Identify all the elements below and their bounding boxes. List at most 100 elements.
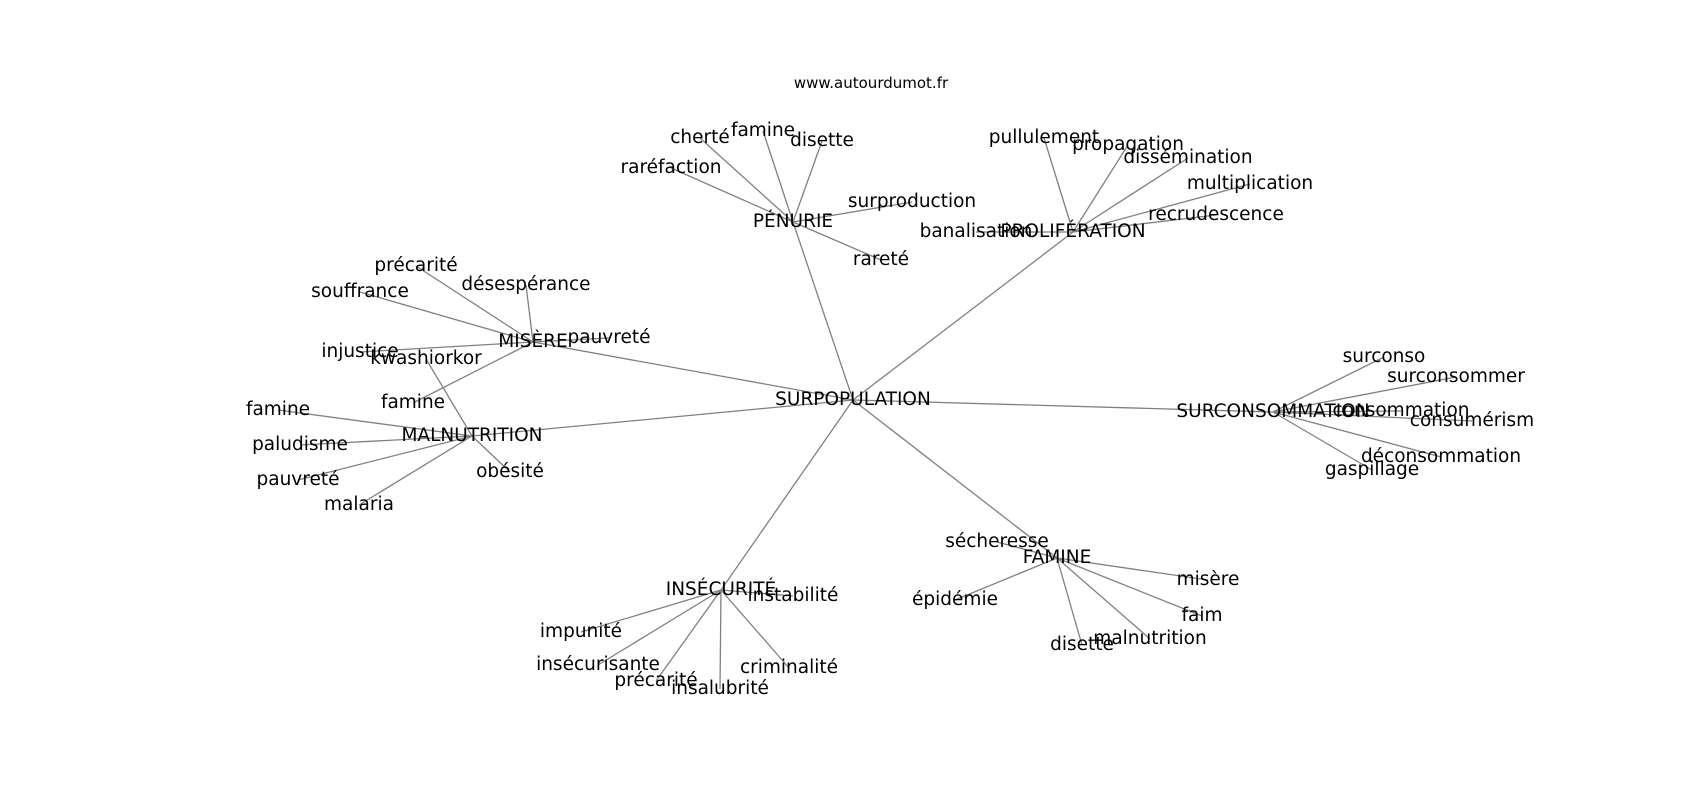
edge-center-insecurite: [720, 399, 854, 591]
word-node-proliferation-0[interactable]: pullulement: [989, 127, 1099, 148]
word-node-malnutrition-3[interactable]: pauvreté: [257, 469, 340, 490]
edge-famine-4: [1056, 557, 1151, 640]
word-node-proliferation-5[interactable]: banalisation: [920, 221, 1033, 242]
edge-insecurite-5: [720, 589, 790, 669]
edge-malnutrition-2: [299, 435, 473, 446]
edge-proliferation-0: [1043, 137, 1074, 233]
edge-insecurite-2: [597, 589, 722, 666]
edge-misere-2: [359, 291, 534, 343]
edge-malnutrition-0: [425, 358, 473, 437]
hub-node-misere[interactable]: MISÈRE: [498, 330, 567, 352]
edge-proliferation-3: [1072, 183, 1251, 233]
edge-famine-3: [1056, 557, 1203, 617]
word-node-misere-0[interactable]: précarité: [374, 255, 457, 276]
word-node-insecurite-1[interactable]: impunité: [540, 621, 622, 642]
edge-penurie-5: [792, 221, 882, 261]
edge-surconsommation-3: [1272, 411, 1473, 422]
word-node-penurie-0[interactable]: raréfaction: [621, 157, 722, 178]
edge-proliferation-4: [1072, 214, 1217, 233]
edge-penurie-3: [792, 140, 823, 223]
word-node-proliferation-4[interactable]: recrudescence: [1148, 204, 1284, 225]
edge-famine-0: [996, 541, 1058, 559]
word-node-famine-1[interactable]: épidémie: [912, 589, 998, 610]
edge-malnutrition-3: [297, 435, 473, 481]
word-node-surconsommation-4[interactable]: déconsommation: [1361, 446, 1521, 467]
edge-surconsommation-5: [1272, 411, 1373, 471]
edge-penurie-0: [670, 167, 794, 223]
word-node-misere-2[interactable]: souffrance: [311, 281, 409, 302]
edge-insecurite-1: [580, 589, 722, 633]
edge-penurie-1: [699, 137, 794, 223]
edge-center-proliferation: [852, 231, 1074, 401]
center-node[interactable]: SURPOPULATION: [775, 389, 931, 410]
edge-malnutrition-4: [358, 435, 473, 506]
hub-node-malnutrition[interactable]: MALNUTRITION: [401, 425, 542, 446]
word-node-surconsommation-1[interactable]: surconsommer: [1387, 366, 1525, 387]
word-node-famine-3[interactable]: faim: [1181, 605, 1222, 626]
word-node-misere-5[interactable]: famine: [381, 392, 445, 413]
word-node-insecurite-5[interactable]: criminalité: [740, 657, 838, 678]
word-node-famine-2[interactable]: misère: [1177, 569, 1240, 590]
edge-famine-2: [1056, 557, 1209, 581]
edge-surconsommation-0: [1272, 356, 1385, 413]
edge-center-famine: [852, 399, 1058, 559]
word-node-misere-4[interactable]: injustice: [321, 341, 398, 362]
edge-penurie-2: [762, 130, 794, 223]
word-node-malnutrition-1[interactable]: famine: [246, 399, 310, 420]
word-node-surconsommation-2[interactable]: consommation: [1333, 400, 1470, 421]
edge-surconsommation-4: [1272, 411, 1442, 458]
word-node-malnutrition-0[interactable]: kwashiorkor: [370, 348, 482, 369]
word-node-proliferation-1[interactable]: propagation: [1072, 134, 1184, 155]
edge-center-penurie: [792, 221, 854, 401]
edge-penurie-4: [792, 201, 913, 223]
word-node-surconsommation-3[interactable]: consumérism: [1410, 410, 1534, 431]
edge-famine-5: [1056, 557, 1083, 646]
word-node-misere-1[interactable]: désespérance: [461, 274, 590, 295]
word-node-malnutrition-5[interactable]: obésité: [476, 461, 544, 482]
word-node-surconsommation-5[interactable]: gaspillage: [1325, 459, 1419, 480]
edge-insecurite-0: [720, 589, 794, 597]
edge-misere-1: [525, 284, 534, 343]
edge-center-misere: [532, 341, 854, 401]
edge-misere-5: [412, 341, 534, 404]
edge-proliferation-2: [1072, 157, 1189, 233]
edge-surconsommation-1: [1272, 376, 1457, 413]
site-url[interactable]: www.autourdumot.fr: [794, 74, 949, 92]
edge-proliferation-1: [1072, 144, 1129, 233]
edge-center-malnutrition: [471, 399, 854, 437]
hub-node-proliferation[interactable]: PROLIFÉRATION: [1000, 220, 1145, 242]
word-node-famine-0[interactable]: sécheresse: [945, 531, 1049, 552]
edge-malnutrition-5: [471, 435, 511, 473]
word-node-insecurite-4[interactable]: insalubrité: [671, 678, 769, 699]
word-node-penurie-5[interactable]: rareté: [853, 249, 909, 270]
word-node-misere-3[interactable]: pauvreté: [568, 327, 651, 348]
edge-malnutrition-1: [277, 409, 473, 437]
word-node-surconsommation-0[interactable]: surconso: [1343, 346, 1426, 367]
word-node-proliferation-2[interactable]: dissémination: [1123, 147, 1252, 168]
word-node-insecurite-2[interactable]: insécurisante: [536, 654, 660, 675]
edge-famine-1: [954, 557, 1058, 601]
edge-surconsommation-2: [1272, 410, 1402, 413]
word-node-malnutrition-2[interactable]: paludisme: [252, 434, 348, 455]
edge-center-surconsommation: [852, 399, 1274, 413]
word-node-proliferation-3[interactable]: multiplication: [1187, 173, 1313, 194]
word-node-penurie-3[interactable]: disette: [790, 130, 854, 151]
word-node-insecurite-0[interactable]: instabilité: [748, 585, 839, 606]
graph-edges: [277, 130, 1473, 690]
word-node-insecurite-3[interactable]: précarité: [614, 670, 697, 691]
word-node-famine-4[interactable]: malnutrition: [1093, 628, 1206, 649]
word-node-famine-5[interactable]: disette: [1050, 634, 1114, 655]
word-node-penurie-1[interactable]: cherté: [670, 127, 730, 148]
edge-insecurite-3: [655, 589, 722, 682]
hub-node-famine[interactable]: FAMINE: [1023, 547, 1092, 568]
hub-node-insecurite[interactable]: INSÉCURITÉ: [666, 578, 777, 600]
edge-insecurite-4: [719, 589, 722, 690]
hub-node-surconsommation[interactable]: SURCONSOMMATION: [1176, 401, 1369, 422]
hub-node-penurie[interactable]: PÉNURIE: [753, 210, 833, 232]
word-node-penurie-2[interactable]: famine: [731, 120, 795, 141]
word-node-penurie-4[interactable]: surproduction: [848, 191, 976, 212]
word-node-malnutrition-4[interactable]: malaria: [324, 494, 394, 515]
edge-misere-4: [359, 341, 534, 353]
